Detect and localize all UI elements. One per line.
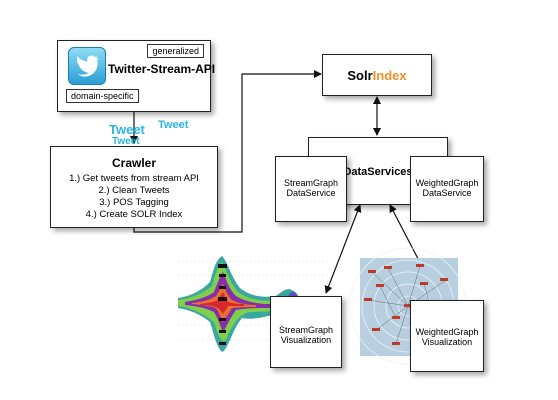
streamgraph-dataservice-label: StreamGraph DataService	[283, 178, 339, 199]
weightedgraph-dataservice-label: WeightedGraph DataService	[415, 178, 479, 199]
dataservices-stream-viz-arrow	[324, 204, 362, 294]
tweet-label-2: Tweet	[158, 119, 189, 131]
crawler-step-4: 4.) Create SOLR Index	[85, 209, 183, 220]
domain-specific-tag: domain-specific	[66, 89, 139, 103]
tweet-label-3: Tweet	[112, 136, 140, 147]
weightedgraph-visualization-label: WeightedGraph Visualization	[415, 327, 479, 348]
crawler-step-3: 3.) POS Tagging	[99, 197, 169, 208]
twitter-bird-icon	[68, 47, 106, 85]
tweet-label-1: Tweet	[109, 122, 145, 137]
crawler-to-solr-arrow	[133, 70, 322, 233]
solr-label: Solr	[347, 68, 373, 83]
crawler-box: Crawler 1.) Get tweets from stream API 2…	[50, 146, 218, 228]
streamgraph-visualization-box	[270, 296, 342, 368]
crawler-title: Crawler	[111, 156, 157, 170]
weightedgraph-dataservice-box	[410, 156, 484, 222]
twitter-stream-api-title: Twitter-Stream-API	[108, 62, 216, 76]
crawler-step-2: 2.) Clean Tweets	[98, 185, 170, 196]
twitter-stream-api-box: generalized Twitter-Stream-API domain-sp…	[57, 40, 215, 112]
weightedgraph-visualization-box	[410, 300, 484, 372]
dataservices-title: DataServices	[343, 166, 413, 178]
generalized-tag: generalized	[147, 44, 204, 58]
index-label: Index	[372, 68, 407, 83]
solr-index-box: SolrIndex	[322, 54, 432, 96]
streamgraph-visualization-label: StreamGraph Visualization	[278, 325, 334, 346]
streamgraph-thumbnail	[178, 256, 330, 352]
streamgraph-dataservice-box	[275, 156, 347, 222]
crawler-step-1: 1.) Get tweets from stream API	[69, 173, 199, 184]
